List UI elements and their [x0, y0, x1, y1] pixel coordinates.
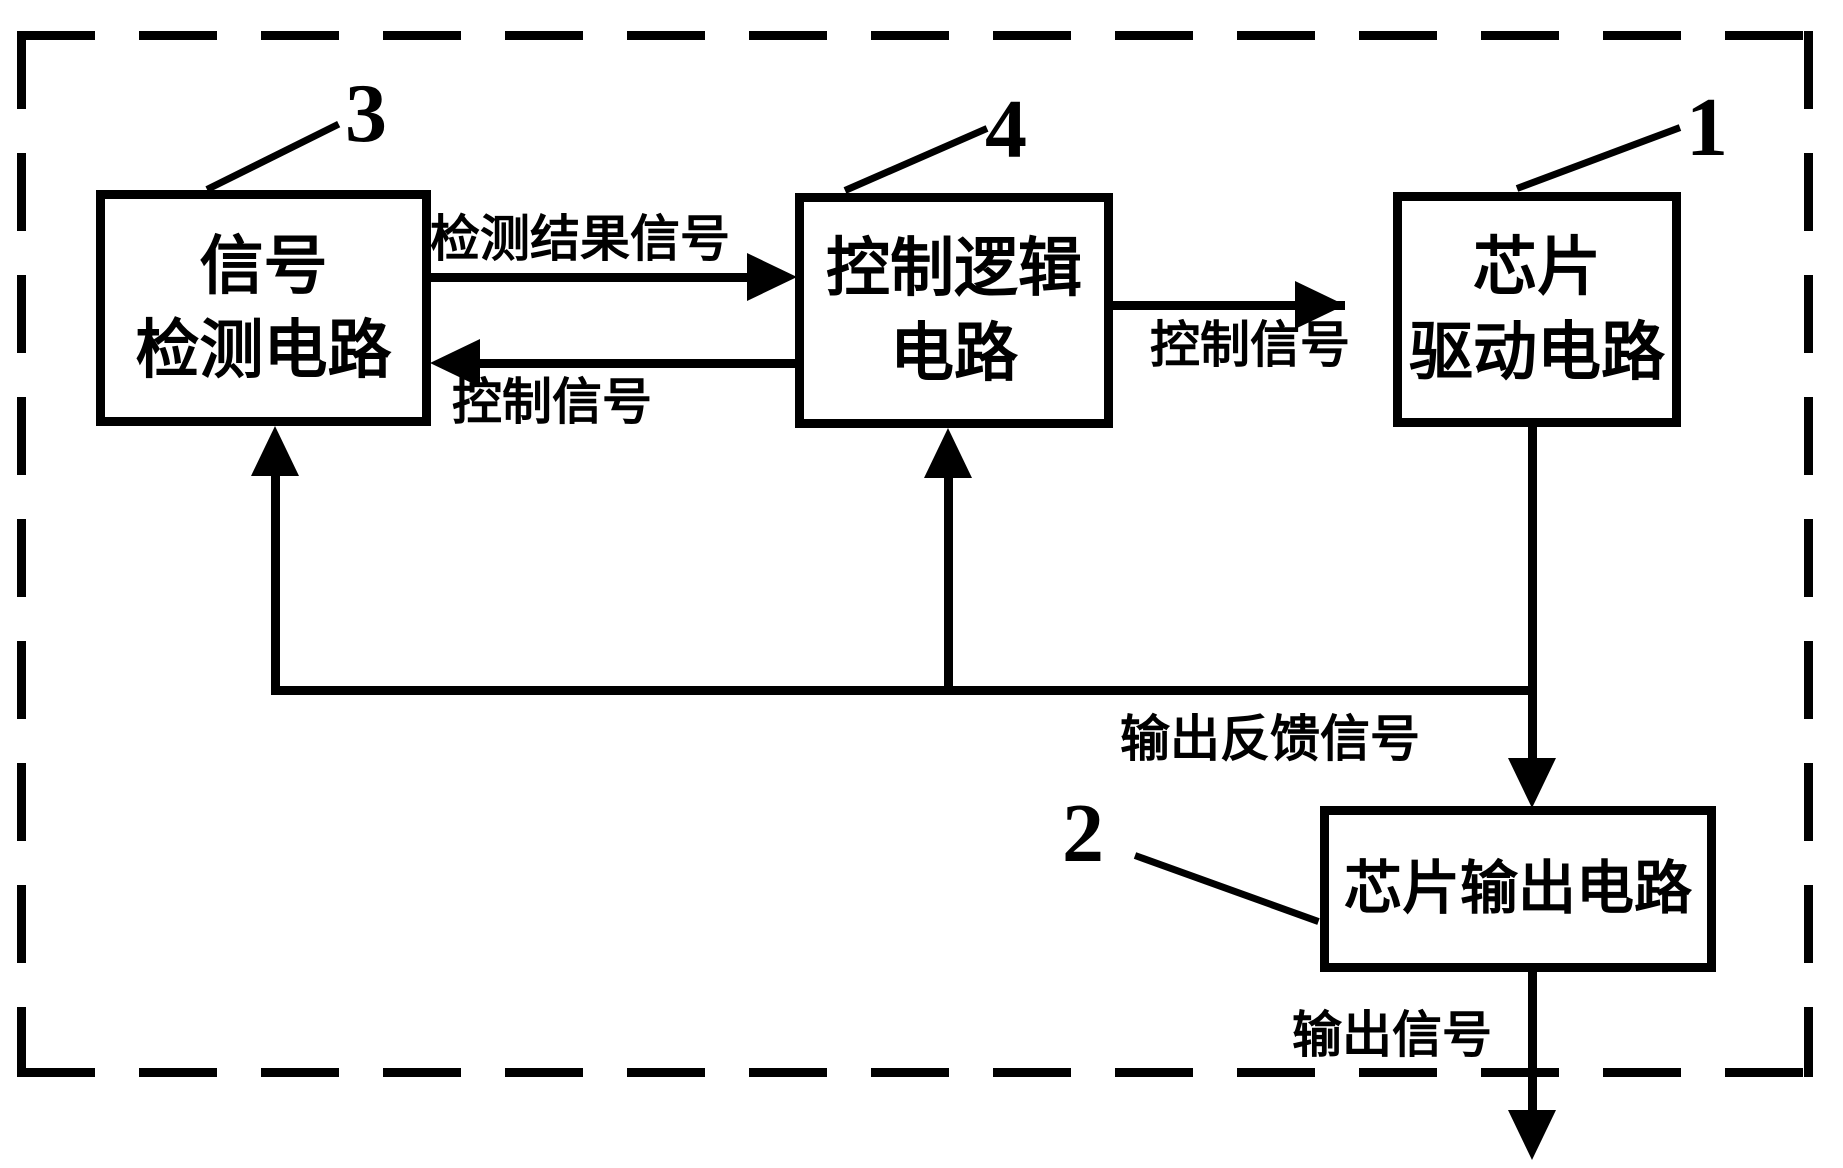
- output-signal-label: 输出信号: [1292, 1007, 1492, 1063]
- block-control-logic-circuit: 控制逻辑 电路: [795, 193, 1113, 428]
- ref-numeral-3: 3: [345, 67, 387, 160]
- drive-output-line: [1528, 427, 1537, 760]
- leader-line-ref-2: [1133, 852, 1320, 925]
- leader-line-ref-4: [843, 125, 989, 194]
- output-arrowhead: [1508, 1110, 1556, 1160]
- detection-result-label: 检测结果信号: [430, 211, 730, 267]
- block-control-logic-label-line1: 控制逻辑: [826, 232, 1082, 305]
- dashed-border-top: [17, 31, 1813, 40]
- block-signal-detection-label-line1: 信号: [199, 229, 328, 302]
- feedback-riser-to-logic: [944, 474, 953, 694]
- drive-output-arrowhead: [1508, 758, 1556, 808]
- block-signal-detection-label-line2: 检测电路: [135, 314, 392, 386]
- block-chip-drive-label-line2: 驱动电路: [1409, 315, 1665, 388]
- control-to-drive-label: 控制信号: [1150, 317, 1350, 373]
- control-to-detection-line: [478, 359, 795, 368]
- detection-result-arrowhead: [747, 253, 797, 301]
- block-chip-drive-circuit: 芯片 驱动电路: [1393, 192, 1681, 427]
- ref-numeral-4: 4: [985, 83, 1027, 176]
- ref-numeral-2: 2: [1062, 787, 1104, 880]
- ref-numeral-1: 1: [1686, 81, 1728, 174]
- control-to-detection-label: 控制信号: [452, 374, 652, 430]
- detection-result-line: [431, 273, 757, 282]
- output-line: [1528, 972, 1537, 1110]
- block-chip-output-label: 芯片输出电路: [1343, 855, 1692, 921]
- feedback-riser-to-detection: [271, 472, 280, 694]
- dashed-border-bottom: [17, 1068, 1813, 1077]
- block-chip-output-circuit: 芯片输出电路: [1320, 806, 1716, 972]
- dashed-border-left: [17, 31, 26, 1077]
- control-to-drive-line: [1113, 301, 1345, 310]
- dashed-border-right: [1804, 31, 1813, 1077]
- block-signal-detection-circuit: 信号 检测电路: [96, 190, 431, 426]
- feedback-arrowhead-to-logic: [924, 428, 972, 478]
- feedback-arrowhead-to-detection: [251, 426, 299, 476]
- control-to-detection-arrowhead: [430, 339, 480, 387]
- leader-line-ref-1: [1515, 124, 1682, 192]
- control-to-drive-arrowhead: [1295, 281, 1345, 329]
- feedback-horizontal-line: [271, 686, 1537, 695]
- leader-line-ref-3: [205, 121, 341, 193]
- block-control-logic-label-line2: 电路: [890, 316, 1018, 389]
- block-chip-drive-label-line1: 芯片: [1473, 231, 1601, 304]
- output-feedback-label: 输出反馈信号: [1120, 711, 1420, 767]
